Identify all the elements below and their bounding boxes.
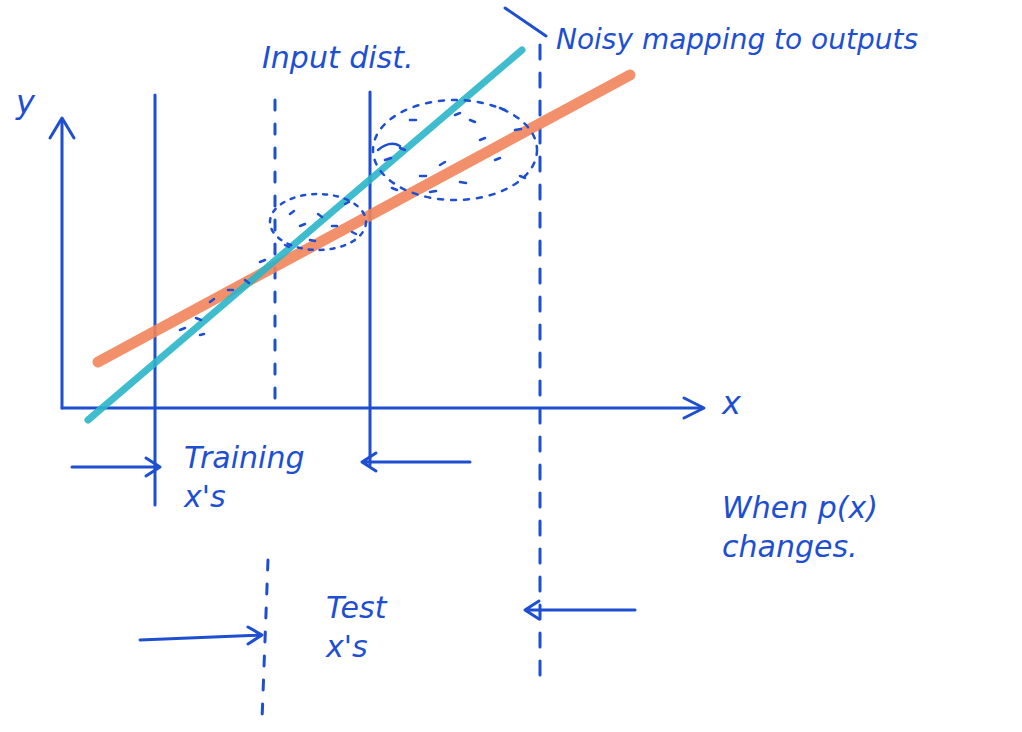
range-arrow xyxy=(362,453,470,471)
training-bound xyxy=(369,92,372,465)
fit-line-orange xyxy=(98,75,630,362)
range-arrow xyxy=(72,458,160,476)
region-label: Input dist. xyxy=(262,38,502,77)
range-label: Training x's xyxy=(184,438,334,516)
axis-label: x xyxy=(722,383,762,425)
callout-label: Noisy mapping to outputs xyxy=(556,22,996,58)
training-bound xyxy=(154,95,157,505)
axis-label: y xyxy=(16,82,56,124)
data-points xyxy=(180,100,537,335)
range-arrow xyxy=(525,601,635,619)
test-bound xyxy=(539,45,542,680)
fit-line-cyan xyxy=(88,50,522,420)
note-label: When p(x) changes. xyxy=(722,488,927,566)
test-bound xyxy=(262,100,275,720)
leader-line xyxy=(505,8,546,36)
y-axis xyxy=(61,122,64,408)
x-axis xyxy=(62,407,700,410)
x-axis-arrowhead xyxy=(684,398,704,418)
y-axis-arrowhead xyxy=(50,118,74,138)
range-label: Test x's xyxy=(326,588,418,666)
range-arrow xyxy=(140,627,262,644)
